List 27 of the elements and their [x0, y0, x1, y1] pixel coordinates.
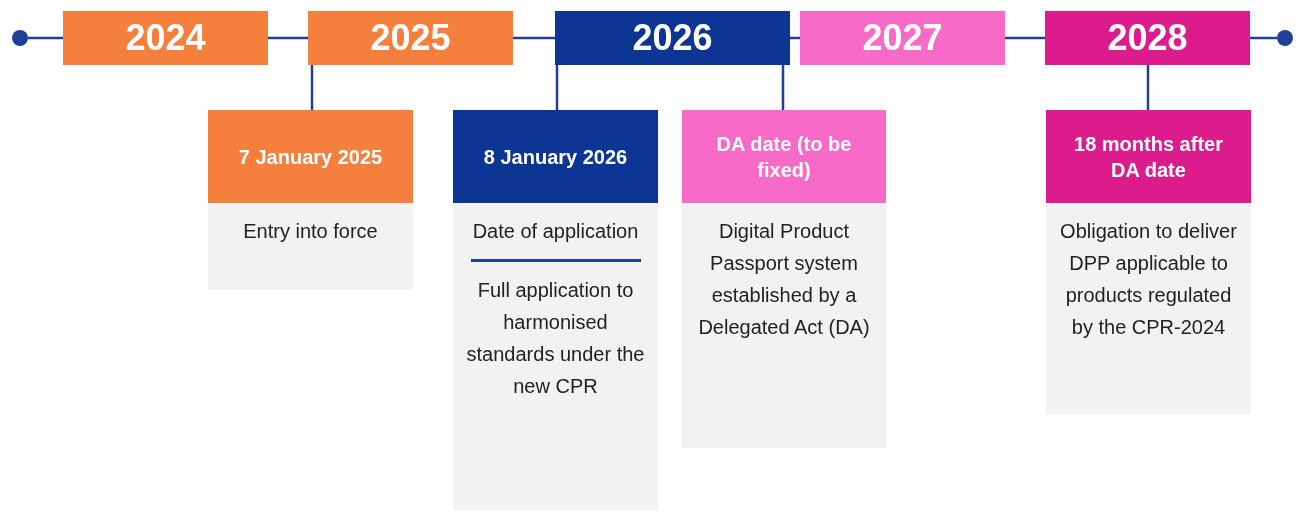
- year-box: 2024: [63, 11, 268, 65]
- card-heading: 7 January 2025: [208, 110, 413, 203]
- connector-line: [28, 36, 63, 40]
- connector-line: [1005, 36, 1045, 40]
- year-box: 2028: [1045, 11, 1250, 65]
- card-heading: 18 months after DA date: [1046, 110, 1251, 203]
- milestone-card: [453, 110, 658, 510]
- card-heading: 8 January 2026: [453, 110, 658, 203]
- milestone-card: [682, 110, 886, 448]
- connector-line: [310, 65, 314, 110]
- connector-line: [268, 36, 308, 40]
- connector-line: [781, 65, 785, 110]
- connector-line: [1250, 36, 1277, 40]
- card-text: Digital Product Passport system established by a Delegated Act (DA): [697, 219, 871, 340]
- connector-line: [1146, 65, 1150, 110]
- card-heading: DA date (to be fixed): [682, 110, 886, 203]
- card-text: Date of application: [472, 219, 639, 244]
- year-box: 2027: [800, 11, 1005, 65]
- card-text: Full application to harmonised standards under the new CPR: [465, 278, 646, 399]
- year-box: 2025: [308, 11, 513, 65]
- connector-line: [513, 36, 555, 40]
- card-text: Entry into force: [243, 219, 378, 244]
- year-box: 2026: [555, 11, 790, 65]
- milestone-card: [208, 110, 413, 290]
- card-text: Obligation to deliver DPP applicable to products regulated by the CPR-2024: [1059, 219, 1238, 340]
- connector-line: [555, 65, 559, 110]
- milestone-card: [1046, 110, 1251, 414]
